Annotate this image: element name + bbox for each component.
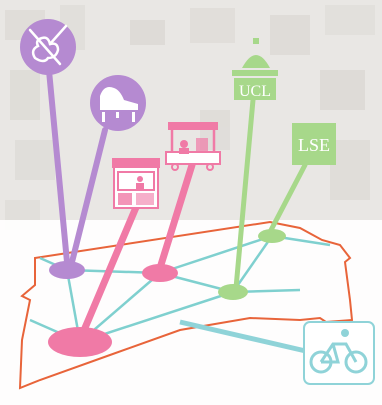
green-node-center — [218, 284, 248, 300]
pink-node-large — [48, 327, 112, 357]
purple-stalks — [45, 57, 108, 265]
pink-node-small — [142, 264, 178, 282]
lse-icon: LSE — [292, 123, 336, 165]
green-node-top — [258, 229, 286, 243]
green-stalks — [233, 97, 308, 291]
area-boundary — [18, 220, 354, 390]
purple-node — [49, 261, 85, 279]
bicycle-link — [179, 319, 311, 355]
pink-stalks — [78, 161, 196, 339]
piano-icon — [90, 75, 146, 131]
bicycle-icon — [303, 321, 375, 385]
svg-text:LSE: LSE — [298, 135, 330, 155]
food-cart-icon — [165, 122, 221, 171]
market-stall-icon — [112, 158, 160, 209]
svg-text:UCL: UCL — [239, 83, 271, 100]
violin-icon — [20, 19, 76, 75]
ucl-icon: UCL — [232, 38, 278, 100]
